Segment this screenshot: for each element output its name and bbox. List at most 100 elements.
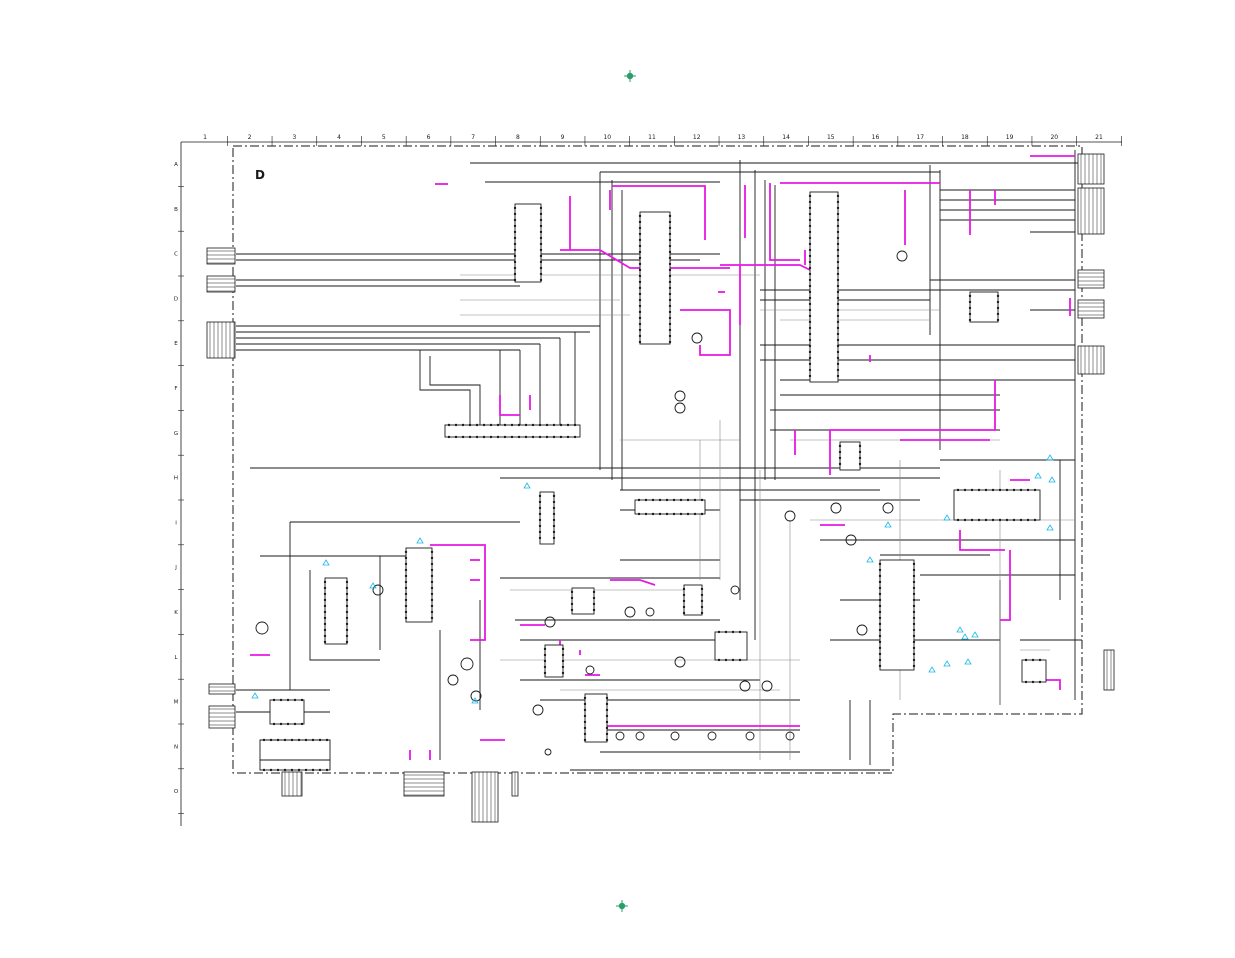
column-label: 21 <box>1095 134 1103 141</box>
column-label: 18 <box>961 134 969 141</box>
connector <box>1077 269 1105 289</box>
board-outline <box>232 145 1083 774</box>
row-label: G <box>174 431 178 437</box>
ic-block <box>714 631 748 661</box>
row-label: D <box>174 296 178 302</box>
connector <box>1077 153 1105 185</box>
row-label: A <box>174 162 178 168</box>
row-labels: A B C D E F G H I J K L M N O <box>174 162 179 795</box>
connector <box>208 683 236 695</box>
connector <box>1077 299 1105 319</box>
row-label: O <box>174 789 179 795</box>
ic-block <box>444 424 581 438</box>
column-label: 4 <box>337 134 341 141</box>
column-label: 11 <box>648 134 656 141</box>
column-label: 3 <box>292 134 296 141</box>
column-label: 14 <box>782 134 790 141</box>
row-label: H <box>174 476 178 482</box>
ic-block <box>1021 659 1047 683</box>
ic-block <box>539 491 555 545</box>
warning-triangle-icon <box>961 633 969 640</box>
row-label: B <box>174 207 178 213</box>
column-label: 10 <box>603 134 611 141</box>
warning-triangle-icon <box>971 631 979 638</box>
row-label: K <box>174 610 178 616</box>
warning-triangle-icon <box>523 482 531 489</box>
connector-pins <box>207 154 1112 822</box>
connector <box>1077 187 1105 235</box>
ic-block <box>544 644 564 678</box>
row-label: E <box>174 341 178 347</box>
column-label: 9 <box>561 134 565 141</box>
highlighted-traces <box>250 155 1075 760</box>
ic-block <box>269 699 305 725</box>
connector <box>206 275 236 293</box>
row-label: L <box>174 655 178 661</box>
row-label: N <box>174 744 178 750</box>
warning-triangle-icon <box>369 582 377 589</box>
warning-triangle-icon <box>251 692 259 699</box>
ic-block <box>514 203 542 283</box>
ic-block <box>259 739 331 771</box>
column-label: 12 <box>693 134 701 141</box>
warning-triangle-icon <box>322 559 330 566</box>
transistors <box>255 250 908 756</box>
warning-triangle-icon <box>928 666 936 673</box>
warning-triangle-icon <box>416 537 424 544</box>
column-label: 6 <box>427 134 431 141</box>
ic-pins <box>262 194 1042 772</box>
row-label: C <box>174 252 178 258</box>
crosshair-icon <box>616 900 628 912</box>
connector <box>1103 649 1115 691</box>
column-label: 19 <box>1006 134 1014 141</box>
ic-block <box>639 211 671 345</box>
row-label: J <box>174 565 177 571</box>
column-label: 17 <box>916 134 924 141</box>
warning-triangle-icon <box>956 626 964 633</box>
connector <box>403 771 445 797</box>
column-label: 8 <box>516 134 520 141</box>
connector <box>206 321 236 359</box>
ic-block <box>683 584 703 616</box>
row-label: I <box>175 520 177 526</box>
warning-triangle-icon <box>1034 472 1042 479</box>
ic-block <box>839 441 861 471</box>
column-label: 5 <box>382 134 386 141</box>
warning-triangle-icon <box>866 556 874 563</box>
column-label: 7 <box>471 134 475 141</box>
components <box>259 191 1047 771</box>
crosshair-icon <box>624 70 636 82</box>
connectors <box>206 153 1115 823</box>
warning-triangle-icon <box>943 514 951 521</box>
warning-triangle-icon <box>964 658 972 665</box>
connector <box>1077 345 1105 375</box>
ic-block <box>571 587 595 615</box>
column-label: 16 <box>872 134 880 141</box>
grid-frame <box>178 136 1122 826</box>
column-label: 13 <box>738 134 746 141</box>
ic-block <box>634 499 706 515</box>
warning-triangle-icon <box>884 521 892 528</box>
board-label: D <box>255 168 265 182</box>
row-label: M <box>174 700 179 706</box>
ic-block <box>969 291 999 323</box>
ic-block <box>405 547 433 623</box>
row-label: F <box>174 386 177 392</box>
ic-block <box>809 191 839 383</box>
warning-triangle-icon <box>943 660 951 667</box>
connector <box>471 771 499 823</box>
ic-block <box>584 693 608 743</box>
column-label: 20 <box>1050 134 1058 141</box>
column-label: 1 <box>203 134 207 141</box>
warning-markers <box>251 454 1056 704</box>
column-label: 15 <box>827 134 835 141</box>
column-label: 2 <box>248 134 252 141</box>
connector <box>206 247 236 265</box>
warning-triangle-icon <box>1046 524 1054 531</box>
warning-triangle-icon <box>471 697 479 704</box>
ic-block <box>953 489 1041 521</box>
warning-triangle-icon <box>1046 454 1054 461</box>
